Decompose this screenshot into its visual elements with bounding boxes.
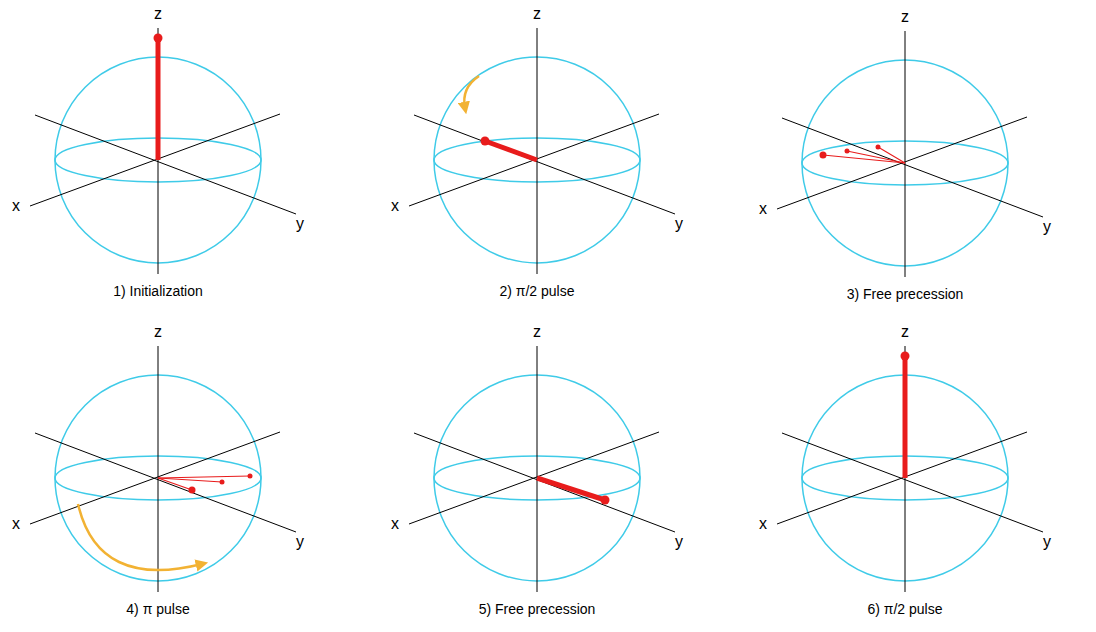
- bloch-sphere: [30, 346, 296, 592]
- rotation-arrow: [78, 504, 202, 570]
- axis-label: x: [759, 200, 767, 218]
- vector-tip: [845, 149, 850, 154]
- axis-label: x: [12, 197, 20, 215]
- vector-tip: [248, 474, 253, 479]
- axis-label: x: [12, 515, 20, 533]
- spin-vector: [847, 151, 905, 163]
- z-axis: [905, 346, 906, 592]
- step-caption: 1) Initialization: [113, 284, 203, 299]
- bloch-sphere: [409, 28, 675, 274]
- rotation-arrow: [464, 76, 479, 108]
- state-vector: [903, 356, 908, 478]
- axis-label: y: [296, 215, 304, 233]
- bloch-sphere: [30, 28, 296, 274]
- z-axis: [158, 346, 159, 592]
- state-vector: [537, 478, 605, 500]
- vector-tip: [220, 480, 225, 485]
- z-axis: [158, 28, 159, 274]
- z-axis: [537, 28, 538, 274]
- bloch-sphere: [777, 346, 1043, 592]
- x-axis: [30, 432, 280, 524]
- axis-label: z: [901, 8, 909, 26]
- vector-tip: [481, 137, 490, 146]
- step-caption: 6) π/2 pulse: [867, 602, 942, 617]
- x-axis: [777, 432, 1027, 524]
- z-axis: [537, 346, 538, 592]
- bloch-sphere: [409, 346, 675, 592]
- y-axis: [782, 433, 1043, 532]
- vector-tip: [601, 496, 610, 505]
- axis-label: y: [1043, 533, 1051, 551]
- spin-vector: [158, 478, 222, 482]
- step-caption: 5) Free precession: [479, 602, 596, 617]
- y-axis: [414, 115, 675, 214]
- state-vector: [485, 141, 537, 160]
- axis-label: z: [154, 5, 162, 23]
- step-caption: 2) π/2 pulse: [499, 284, 574, 299]
- axis-label: x: [391, 515, 399, 533]
- z-axis: [905, 31, 906, 277]
- step-caption: 3) Free precession: [847, 287, 964, 302]
- vector-tip: [154, 34, 163, 43]
- axis-label: z: [533, 323, 541, 341]
- y-axis: [35, 115, 296, 214]
- step-caption: 4) π pulse: [126, 602, 189, 617]
- axis-label: y: [296, 533, 304, 551]
- axis-label: y: [675, 533, 683, 551]
- vector-tip: [820, 152, 827, 159]
- vector-tip: [876, 145, 881, 150]
- y-axis: [414, 433, 675, 532]
- bloch-sphere: [777, 31, 1043, 277]
- vector-tip: [901, 352, 910, 361]
- axis-label: z: [154, 323, 162, 341]
- axis-label: z: [901, 323, 909, 341]
- x-axis: [777, 117, 1027, 209]
- spin-vector: [878, 147, 905, 163]
- axis-label: x: [759, 515, 767, 533]
- y-axis: [782, 118, 1043, 217]
- axis-label: y: [675, 215, 683, 233]
- x-axis: [409, 432, 659, 524]
- state-vector: [156, 38, 161, 160]
- x-axis: [30, 114, 280, 206]
- axis-label: y: [1043, 218, 1051, 236]
- axis-label: z: [533, 5, 541, 23]
- axis-label: x: [391, 197, 399, 215]
- x-axis: [409, 114, 659, 206]
- vector-tip: [189, 487, 196, 494]
- spin-vector: [158, 476, 250, 478]
- y-axis: [35, 433, 296, 532]
